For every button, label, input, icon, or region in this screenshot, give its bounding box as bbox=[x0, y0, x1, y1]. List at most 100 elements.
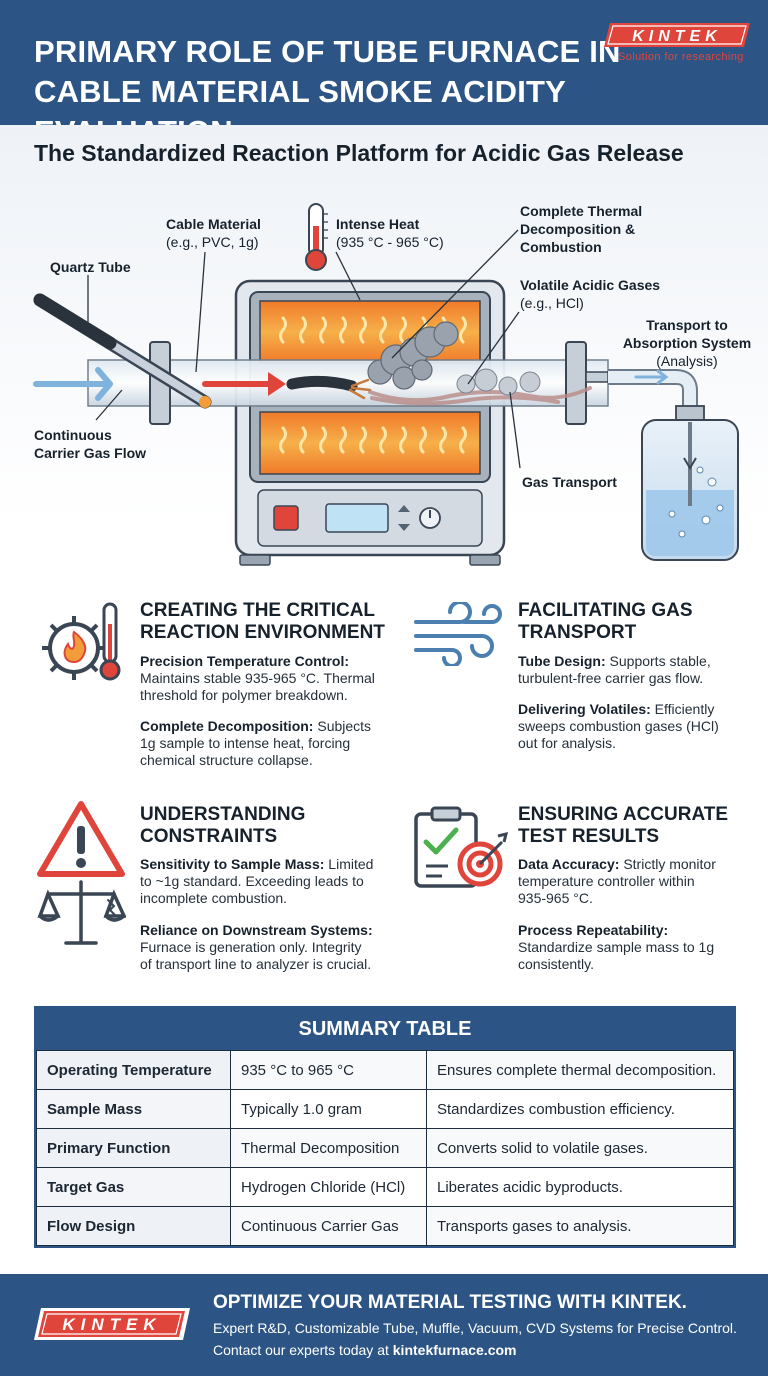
table-row: Flow Design Continuous Carrier Gas Trans… bbox=[36, 1206, 734, 1246]
footer-website-link[interactable]: kintekfurnace.com bbox=[392, 1342, 517, 1358]
section-transport-item-1: Tube Design: Supports stable, turbulent-… bbox=[518, 653, 748, 687]
item-text: Strictly monitor bbox=[623, 856, 716, 872]
summary-table-grid: Operating Temperature 935 °C to 965 °C E… bbox=[36, 1050, 734, 1246]
item-text: chemical structure collapse. bbox=[140, 752, 313, 768]
item-label: Complete Decomposition: bbox=[140, 718, 314, 734]
cable-sample bbox=[286, 375, 372, 400]
label-decomposition-line-1: Complete Thermal bbox=[520, 203, 643, 219]
gear-flame-icon bbox=[42, 602, 121, 681]
table-cell-parameter: Primary Function bbox=[36, 1128, 231, 1168]
label-intense-heat-sub: (935 °C - 965 °C) bbox=[336, 234, 444, 250]
table-cell-value: Continuous Carrier Gas bbox=[230, 1206, 427, 1246]
section-accuracy-title-1: ENSURING ACCURATE bbox=[518, 804, 729, 825]
label-gas-transport: Gas Transport bbox=[522, 474, 617, 490]
smoke-plume bbox=[367, 321, 459, 390]
title-line-1: PRIMARY ROLE OF TUBE FURNACE IN bbox=[34, 34, 621, 69]
footer-services-line: Expert R&D, Customizable Tube, Muffle, V… bbox=[213, 1320, 737, 1336]
label-acidic-gases-title: Volatile Acidic Gases bbox=[520, 277, 661, 293]
power-button bbox=[273, 505, 299, 531]
item-label: Process Repeatability: bbox=[518, 922, 669, 938]
table-row: Target Gas Hydrogen Chloride (HCl) Liber… bbox=[36, 1167, 734, 1207]
item-label: Sensitivity to Sample Mass: bbox=[140, 856, 325, 872]
section-environment-title: CREATING THE CRITICAL REACTION ENVIRONME… bbox=[140, 600, 385, 644]
item-text: Maintains stable 935-965 °C. Thermal bbox=[140, 670, 375, 686]
tube-furnace-diagram bbox=[33, 203, 739, 566]
outlet-pipe bbox=[608, 369, 698, 420]
right-flange bbox=[565, 341, 587, 425]
label-decomposition-line-2: Decomposition & bbox=[520, 221, 636, 237]
warning-icon bbox=[37, 801, 126, 945]
header: PRIMARY ROLE OF TUBE FURNACE IN CABLE MA… bbox=[0, 0, 768, 149]
table-cell-value: Thermal Decomposition bbox=[230, 1128, 427, 1168]
page-title: PRIMARY ROLE OF TUBE FURNACE IN CABLE MA… bbox=[34, 32, 754, 152]
section-environment-title-1: CREATING THE CRITICAL bbox=[140, 600, 376, 621]
table-cell-parameter: Sample Mass bbox=[36, 1089, 231, 1129]
item-text: Limited bbox=[328, 856, 374, 872]
label-transport-line-1: Transport to bbox=[646, 317, 728, 333]
item-text: threshold for polymer breakdown. bbox=[140, 687, 348, 703]
table-cell-value: Typically 1.0 gram bbox=[230, 1089, 427, 1129]
balance-scale-icon bbox=[37, 880, 126, 945]
label-cable-material: Cable Material (e.g., PVC, 1g) bbox=[166, 215, 261, 251]
label-decomposition: Complete Thermal Decomposition & Combust… bbox=[520, 202, 642, 256]
furnace-body bbox=[234, 279, 506, 566]
item-text: sweeps combustion gases (HCl) bbox=[518, 718, 719, 734]
thermometer-icon bbox=[305, 203, 328, 271]
item-text: turbulent-free carrier gas flow. bbox=[518, 670, 704, 686]
section-accuracy-title: ENSURING ACCURATE TEST RESULTS bbox=[518, 804, 728, 848]
item-text: to ~1g standard. Exceeding leads to bbox=[140, 873, 364, 889]
table-cell-parameter: Operating Temperature bbox=[36, 1050, 231, 1090]
summary-table-title: SUMMARY TABLE bbox=[36, 1008, 734, 1050]
item-label: Tube Design: bbox=[518, 653, 606, 669]
footer-kintek-logo[interactable]: KINTEK bbox=[34, 1307, 190, 1341]
table-row: Operating Temperature 935 °C to 965 °C E… bbox=[36, 1050, 734, 1090]
item-text: of transport line to analyzer is crucial… bbox=[140, 956, 372, 972]
table-cell-parameter: Flow Design bbox=[36, 1206, 231, 1246]
footer-brand-name: KINTEK bbox=[62, 1315, 161, 1334]
label-transport-line-3: (Analysis) bbox=[656, 353, 718, 369]
label-cable-material-sub: (e.g., PVC, 1g) bbox=[166, 234, 259, 250]
table-cell-parameter: Target Gas bbox=[36, 1167, 231, 1207]
section-constraints-title-1: UNDERSTANDING bbox=[140, 804, 306, 825]
table-cell-purpose: Standardizes combustion efficiency. bbox=[426, 1089, 734, 1129]
summary-table: SUMMARY TABLE Operating Temperature 935 … bbox=[34, 1006, 736, 1248]
brand-name: KINTEK bbox=[632, 28, 722, 45]
label-decomposition-line-3: Combustion bbox=[520, 239, 602, 255]
footer-headline: OPTIMIZE YOUR MATERIAL TESTING WITH KINT… bbox=[213, 1292, 687, 1313]
section-accuracy-item-1: Data Accuracy: Strictly monitor temperat… bbox=[518, 856, 748, 907]
item-text: Standardize sample mass to 1g bbox=[518, 939, 715, 955]
section-constraints-item-1: Sensitivity to Sample Mass: Limited to ~… bbox=[140, 856, 398, 907]
item-text: consistently. bbox=[518, 956, 594, 972]
label-carrier-gas: Continuous Carrier Gas Flow bbox=[34, 426, 146, 462]
section-constraints-item-2: Reliance on Downstream Systems: Furnace … bbox=[140, 922, 398, 973]
label-quartz-tube: Quartz Tube bbox=[50, 259, 131, 275]
item-label: Delivering Volatiles: bbox=[518, 701, 651, 717]
label-intense-heat-title: Intense Heat bbox=[336, 216, 420, 232]
item-label: Data Accuracy: bbox=[518, 856, 620, 872]
table-cell-value: 935 °C to 965 °C bbox=[230, 1050, 427, 1090]
section-accuracy-title-2: TEST RESULTS bbox=[518, 826, 660, 847]
brand-tagline: Solution for researching bbox=[618, 51, 744, 63]
label-acidic-gases-sub: (e.g., HCl) bbox=[520, 295, 584, 311]
section-environment-item-2: Complete Decomposition: Subjects 1g samp… bbox=[140, 718, 390, 769]
section-transport-item-2: Delivering Volatiles: Efficiently sweeps… bbox=[518, 701, 748, 752]
table-cell-purpose: Transports gases to analysis. bbox=[426, 1206, 734, 1246]
label-acidic-gases: Volatile Acidic Gases (e.g., HCl) bbox=[520, 276, 660, 312]
table-row: Sample Mass Typically 1.0 gram Standardi… bbox=[36, 1089, 734, 1129]
label-intense-heat: Intense Heat (935 °C - 965 °C) bbox=[336, 215, 444, 251]
brand-logo[interactable]: KINTEK Solution for researching bbox=[604, 22, 750, 63]
item-text: out for analysis. bbox=[518, 735, 617, 751]
table-cell-purpose: Liberates acidic byproducts. bbox=[426, 1167, 734, 1207]
item-text: Subjects bbox=[317, 718, 372, 734]
temperature-display bbox=[325, 503, 389, 533]
kintek-logo-badge: KINTEK bbox=[604, 23, 750, 47]
section-transport-title: FACILITATING GAS TRANSPORT bbox=[518, 600, 693, 644]
label-carrier-line-2: Carrier Gas Flow bbox=[34, 445, 147, 461]
lower-heating-chamber bbox=[259, 411, 481, 475]
label-transport-line-2: Absorption System bbox=[622, 335, 752, 351]
footer-contact-line: Contact our experts today at kintekfurna… bbox=[213, 1342, 516, 1358]
item-text: Furnace is generation only. Integrity bbox=[140, 939, 362, 955]
label-transport: Transport to Absorption System (Analysis… bbox=[612, 316, 762, 370]
label-cable-material-title: Cable Material bbox=[166, 216, 261, 232]
item-text: 1g sample to intense heat, forcing bbox=[140, 735, 351, 751]
